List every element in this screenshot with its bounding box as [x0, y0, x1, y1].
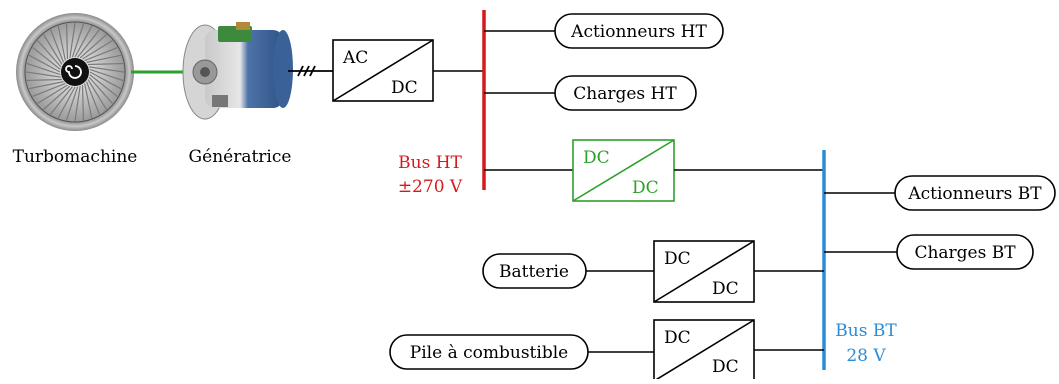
- lv-loads-label: Charges BT: [914, 243, 1016, 263]
- generator-icon: [182, 22, 293, 120]
- generator-label: Génératrice: [189, 147, 292, 167]
- fuel-cell-dcdc-input-label: DC: [664, 328, 691, 348]
- fan-blade: [74, 25, 93, 58]
- fan-blade: [32, 46, 61, 70]
- fan-blade: [49, 29, 65, 63]
- fan-blade: [32, 82, 66, 98]
- fan-blade: [85, 81, 101, 115]
- lv-bus-voltage: 28 V: [846, 346, 886, 366]
- lv-bus-name: Bus BT: [835, 321, 897, 341]
- fan-blade: [37, 40, 62, 68]
- hv-bus-voltage: ±270 V: [398, 177, 463, 197]
- fan-blade: [28, 81, 64, 90]
- hv-lv-dcdc-output-label: DC: [632, 178, 659, 198]
- ac-dc-input-label: AC: [342, 48, 368, 68]
- fan-blade: [84, 83, 93, 119]
- ac-dc-converter: AC DC: [332, 39, 434, 102]
- fan-blade: [77, 29, 101, 58]
- fan-blade: [74, 86, 81, 122]
- hv-lv-dcdc-converter: DC DC: [572, 139, 675, 202]
- fan-blade: [26, 78, 63, 82]
- fan-blade: [89, 71, 122, 90]
- fan-blade: [79, 34, 107, 59]
- fan-blade: [65, 23, 69, 60]
- hv-loads-box: [554, 75, 697, 111]
- fan-blade: [87, 62, 124, 66]
- fan-blade: [25, 71, 61, 78]
- battery-dcdc-converter: DC DC: [653, 240, 755, 303]
- fan-blade: [37, 84, 68, 104]
- fan-blade: [87, 79, 107, 110]
- fuel-cell-label: Pile à combustible: [410, 343, 568, 363]
- hv-lv-dcdc-input-label: DC: [583, 148, 610, 168]
- fuel-cell-dcdc-converter: DC DC: [653, 319, 755, 382]
- fan-blade: [84, 46, 118, 62]
- turbomachine-icon: [16, 13, 134, 131]
- hv-bus-name: Bus HT: [398, 153, 462, 173]
- fan-blade: [86, 54, 122, 63]
- hv-actuators-box: [554, 13, 724, 49]
- battery-dcdc-input-label: DC: [664, 249, 691, 269]
- hv-actuators-label: Actionneurs HT: [570, 22, 707, 42]
- fan-blade: [82, 40, 113, 60]
- three-phase-link: [288, 65, 333, 77]
- fan-blade: [65, 86, 79, 121]
- fuel-cell-dcdc-output-label: DC: [712, 357, 739, 377]
- fan-blade: [89, 74, 118, 98]
- lv-loads-box: [896, 234, 1034, 270]
- fan-blade: [71, 23, 85, 58]
- hv-loads-label: Charges HT: [573, 84, 677, 104]
- fan-blade: [28, 54, 61, 73]
- fan-blade: [89, 68, 124, 82]
- ac-dc-output-label: DC: [391, 78, 418, 98]
- fan-blade: [43, 85, 71, 110]
- fan-blade: [89, 66, 125, 73]
- fan-blade: [26, 62, 61, 76]
- fan-blade: [43, 34, 63, 65]
- fan-blade: [69, 22, 76, 58]
- fan-blade: [57, 25, 66, 61]
- lv-actuators-label: Actionneurs BT: [907, 184, 1042, 204]
- lv-actuators-box: [894, 175, 1056, 211]
- battery-dcdc-output-label: DC: [712, 279, 739, 299]
- fan-blade: [49, 86, 73, 115]
- battery-label: Batterie: [499, 262, 569, 282]
- fan-blade: [88, 76, 113, 104]
- fan-blade: [57, 86, 76, 119]
- turbomachine-label: Turbomachine: [13, 147, 138, 167]
- fan-blade: [81, 84, 85, 121]
